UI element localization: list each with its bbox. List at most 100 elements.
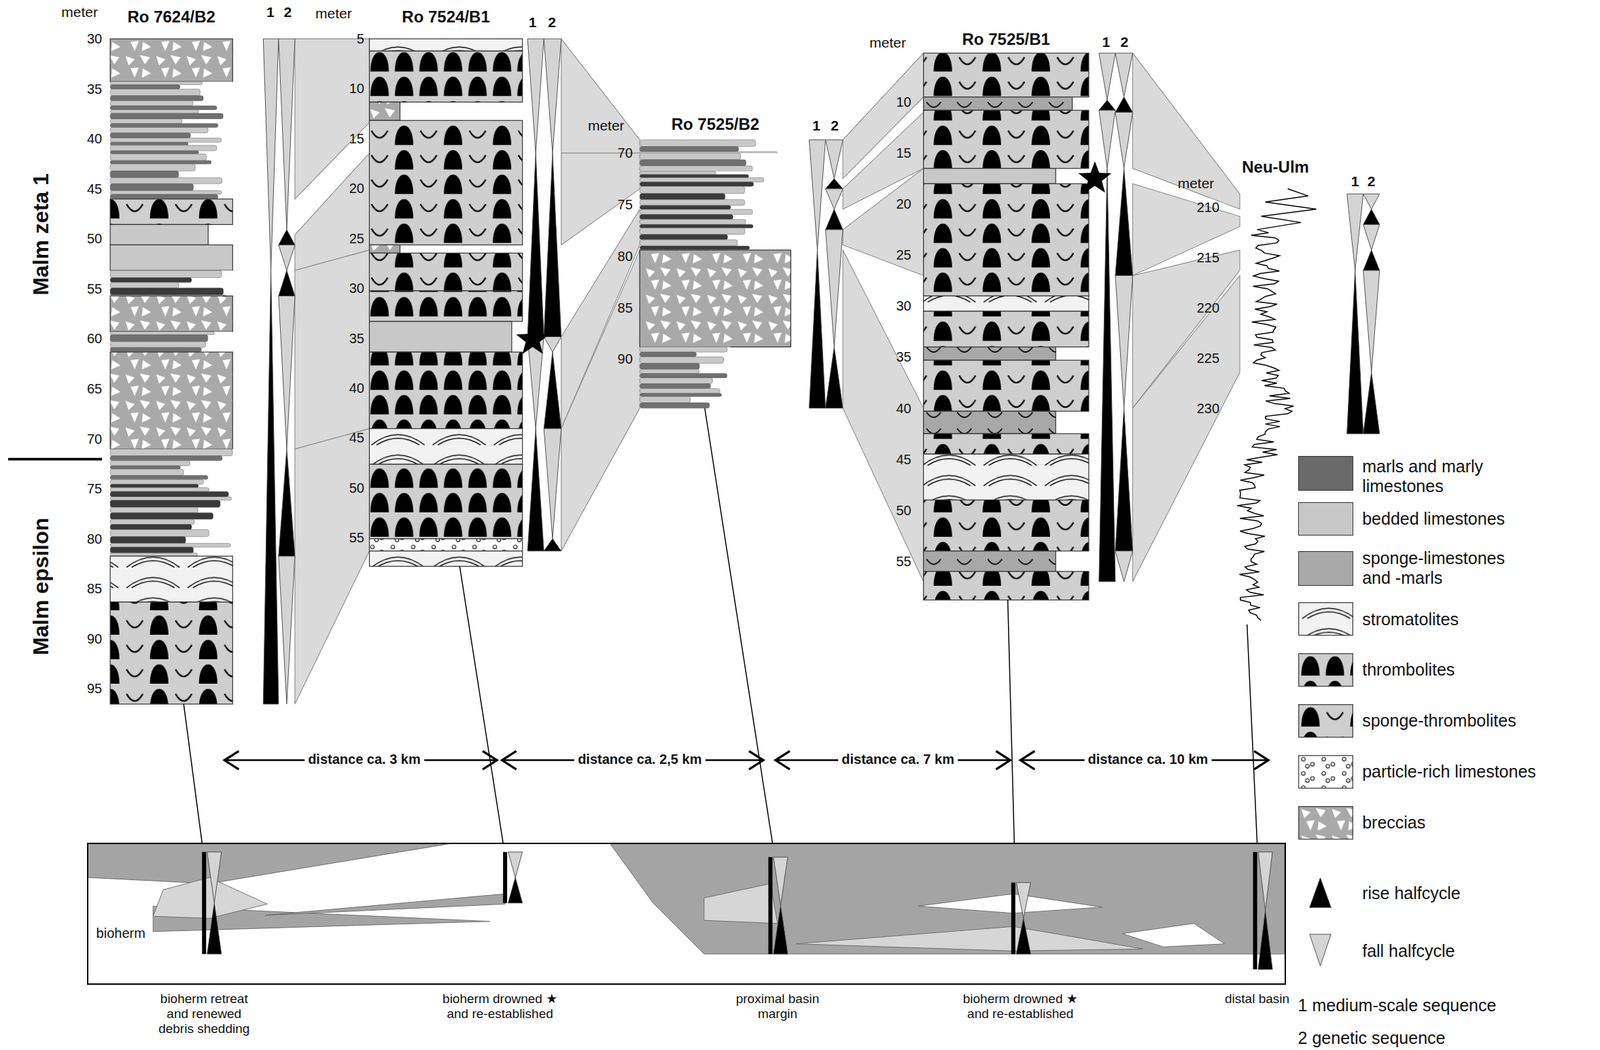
bed [639, 199, 745, 206]
legend-symbol [1298, 602, 1354, 637]
distance-arrow [1020, 751, 1269, 770]
depth-tick: 215 [1196, 249, 1220, 266]
depth-tick: 225 [1196, 350, 1220, 366]
cycle-column-number: 2 [284, 4, 293, 21]
bed [639, 146, 739, 153]
fall-halfcycle [278, 295, 295, 449]
lithology-interval [923, 295, 1089, 312]
fall-halfcycle [1016, 882, 1031, 919]
bed [639, 159, 746, 166]
rise-halfcycle [825, 178, 844, 189]
lithology-interval [369, 38, 523, 51]
depth-tick: 80 [617, 248, 633, 264]
depth-tick: 40 [87, 131, 102, 147]
bed [639, 234, 728, 240]
depth-tick: 210 [1196, 199, 1220, 215]
depth-tick: 95 [87, 681, 102, 697]
lithology-interval [369, 464, 523, 539]
stage-name: Malm epsilon [28, 517, 54, 656]
lithology-interval [923, 571, 1089, 601]
bed [110, 153, 206, 161]
rise-halfcycle [527, 152, 544, 337]
bed [110, 100, 194, 106]
log-column-box: Ro 7524/B1 [369, 38, 523, 567]
bed [110, 468, 184, 476]
correlation-leader [1247, 624, 1258, 843]
bed [639, 239, 738, 247]
distance-arrow [775, 751, 1011, 770]
legend-text: sponge-limestones and -marls [1362, 548, 1522, 588]
depth-tick: 15 [895, 145, 911, 162]
log-column [110, 38, 295, 705]
bed [110, 84, 181, 90]
lithology-interval [923, 311, 1089, 348]
lithology-interval [369, 252, 523, 291]
depth-tick: 70 [617, 145, 633, 162]
rise-halfcycle [773, 905, 788, 954]
lithology-interval [923, 500, 1089, 552]
fall-halfcycle [1363, 224, 1380, 251]
cycle-column-number: 1 [1102, 33, 1111, 50]
rise-halfcycle [527, 428, 544, 552]
correlation-band [842, 250, 924, 582]
correlation-band [294, 250, 370, 450]
rise-halfcycle [1099, 99, 1116, 111]
legend-text: sponge-thrombolites [1362, 710, 1517, 731]
depth-tick: 85 [87, 581, 102, 597]
lithology-interval [369, 538, 523, 552]
depth-tick: 30 [895, 298, 911, 315]
legend-swatch [1298, 456, 1354, 491]
bed [110, 496, 232, 501]
bed [639, 214, 733, 220]
legend-symbol [1298, 704, 1354, 739]
bed [110, 194, 218, 200]
drawing-part [224, 751, 497, 770]
bed [110, 488, 210, 493]
fall-halfcycle [278, 38, 295, 230]
bed [110, 171, 179, 179]
fall-halfcycle [773, 857, 788, 906]
depth-tick: 85 [617, 299, 633, 316]
depth-tick: 40 [895, 400, 911, 416]
depth-tick: 35 [895, 349, 911, 365]
fall-halfcycle [543, 38, 562, 153]
cycle-column-number: 2 [547, 14, 556, 31]
section-label: bioherm [96, 925, 146, 942]
depth-tick: 35 [87, 80, 102, 97]
bed [110, 335, 208, 342]
bed [639, 396, 690, 403]
legend-pattern [1298, 806, 1353, 840]
bed [110, 113, 223, 119]
depth-tick: 90 [87, 630, 102, 647]
lithology-interval [369, 352, 523, 429]
bed [110, 347, 202, 353]
cycle-column-number: 2 [830, 117, 839, 134]
depth-tick: 30 [87, 31, 102, 47]
axis-unit: meter [587, 117, 625, 134]
fall-halfcycle [1099, 110, 1116, 169]
depth-tick: 230 [1196, 400, 1220, 416]
rise-halfcycle [1309, 878, 1332, 909]
depth-tick: 90 [617, 351, 633, 368]
section-bar [1011, 882, 1016, 955]
rise-halfcycle [278, 270, 295, 297]
fall-halfcycle [278, 555, 295, 705]
cycle-column-number: 2 [1120, 33, 1129, 50]
bed [110, 479, 204, 485]
bed [639, 182, 754, 187]
rise-halfcycle [1016, 918, 1031, 955]
lithology-interval [923, 110, 1089, 169]
cycle-column [809, 140, 844, 409]
fall-halfcycle [1258, 852, 1273, 911]
section-box: bioherm [87, 842, 1286, 985]
bed [639, 384, 711, 389]
bed [110, 483, 199, 488]
alternation-ground [110, 270, 233, 297]
lithology-interval [110, 199, 233, 225]
legend-swatch [1298, 502, 1354, 537]
lithology-interval [369, 50, 523, 102]
depth-tick: 80 [87, 530, 102, 547]
log-column [369, 38, 561, 567]
bed [110, 142, 189, 146]
lithology-interval [923, 183, 1089, 296]
